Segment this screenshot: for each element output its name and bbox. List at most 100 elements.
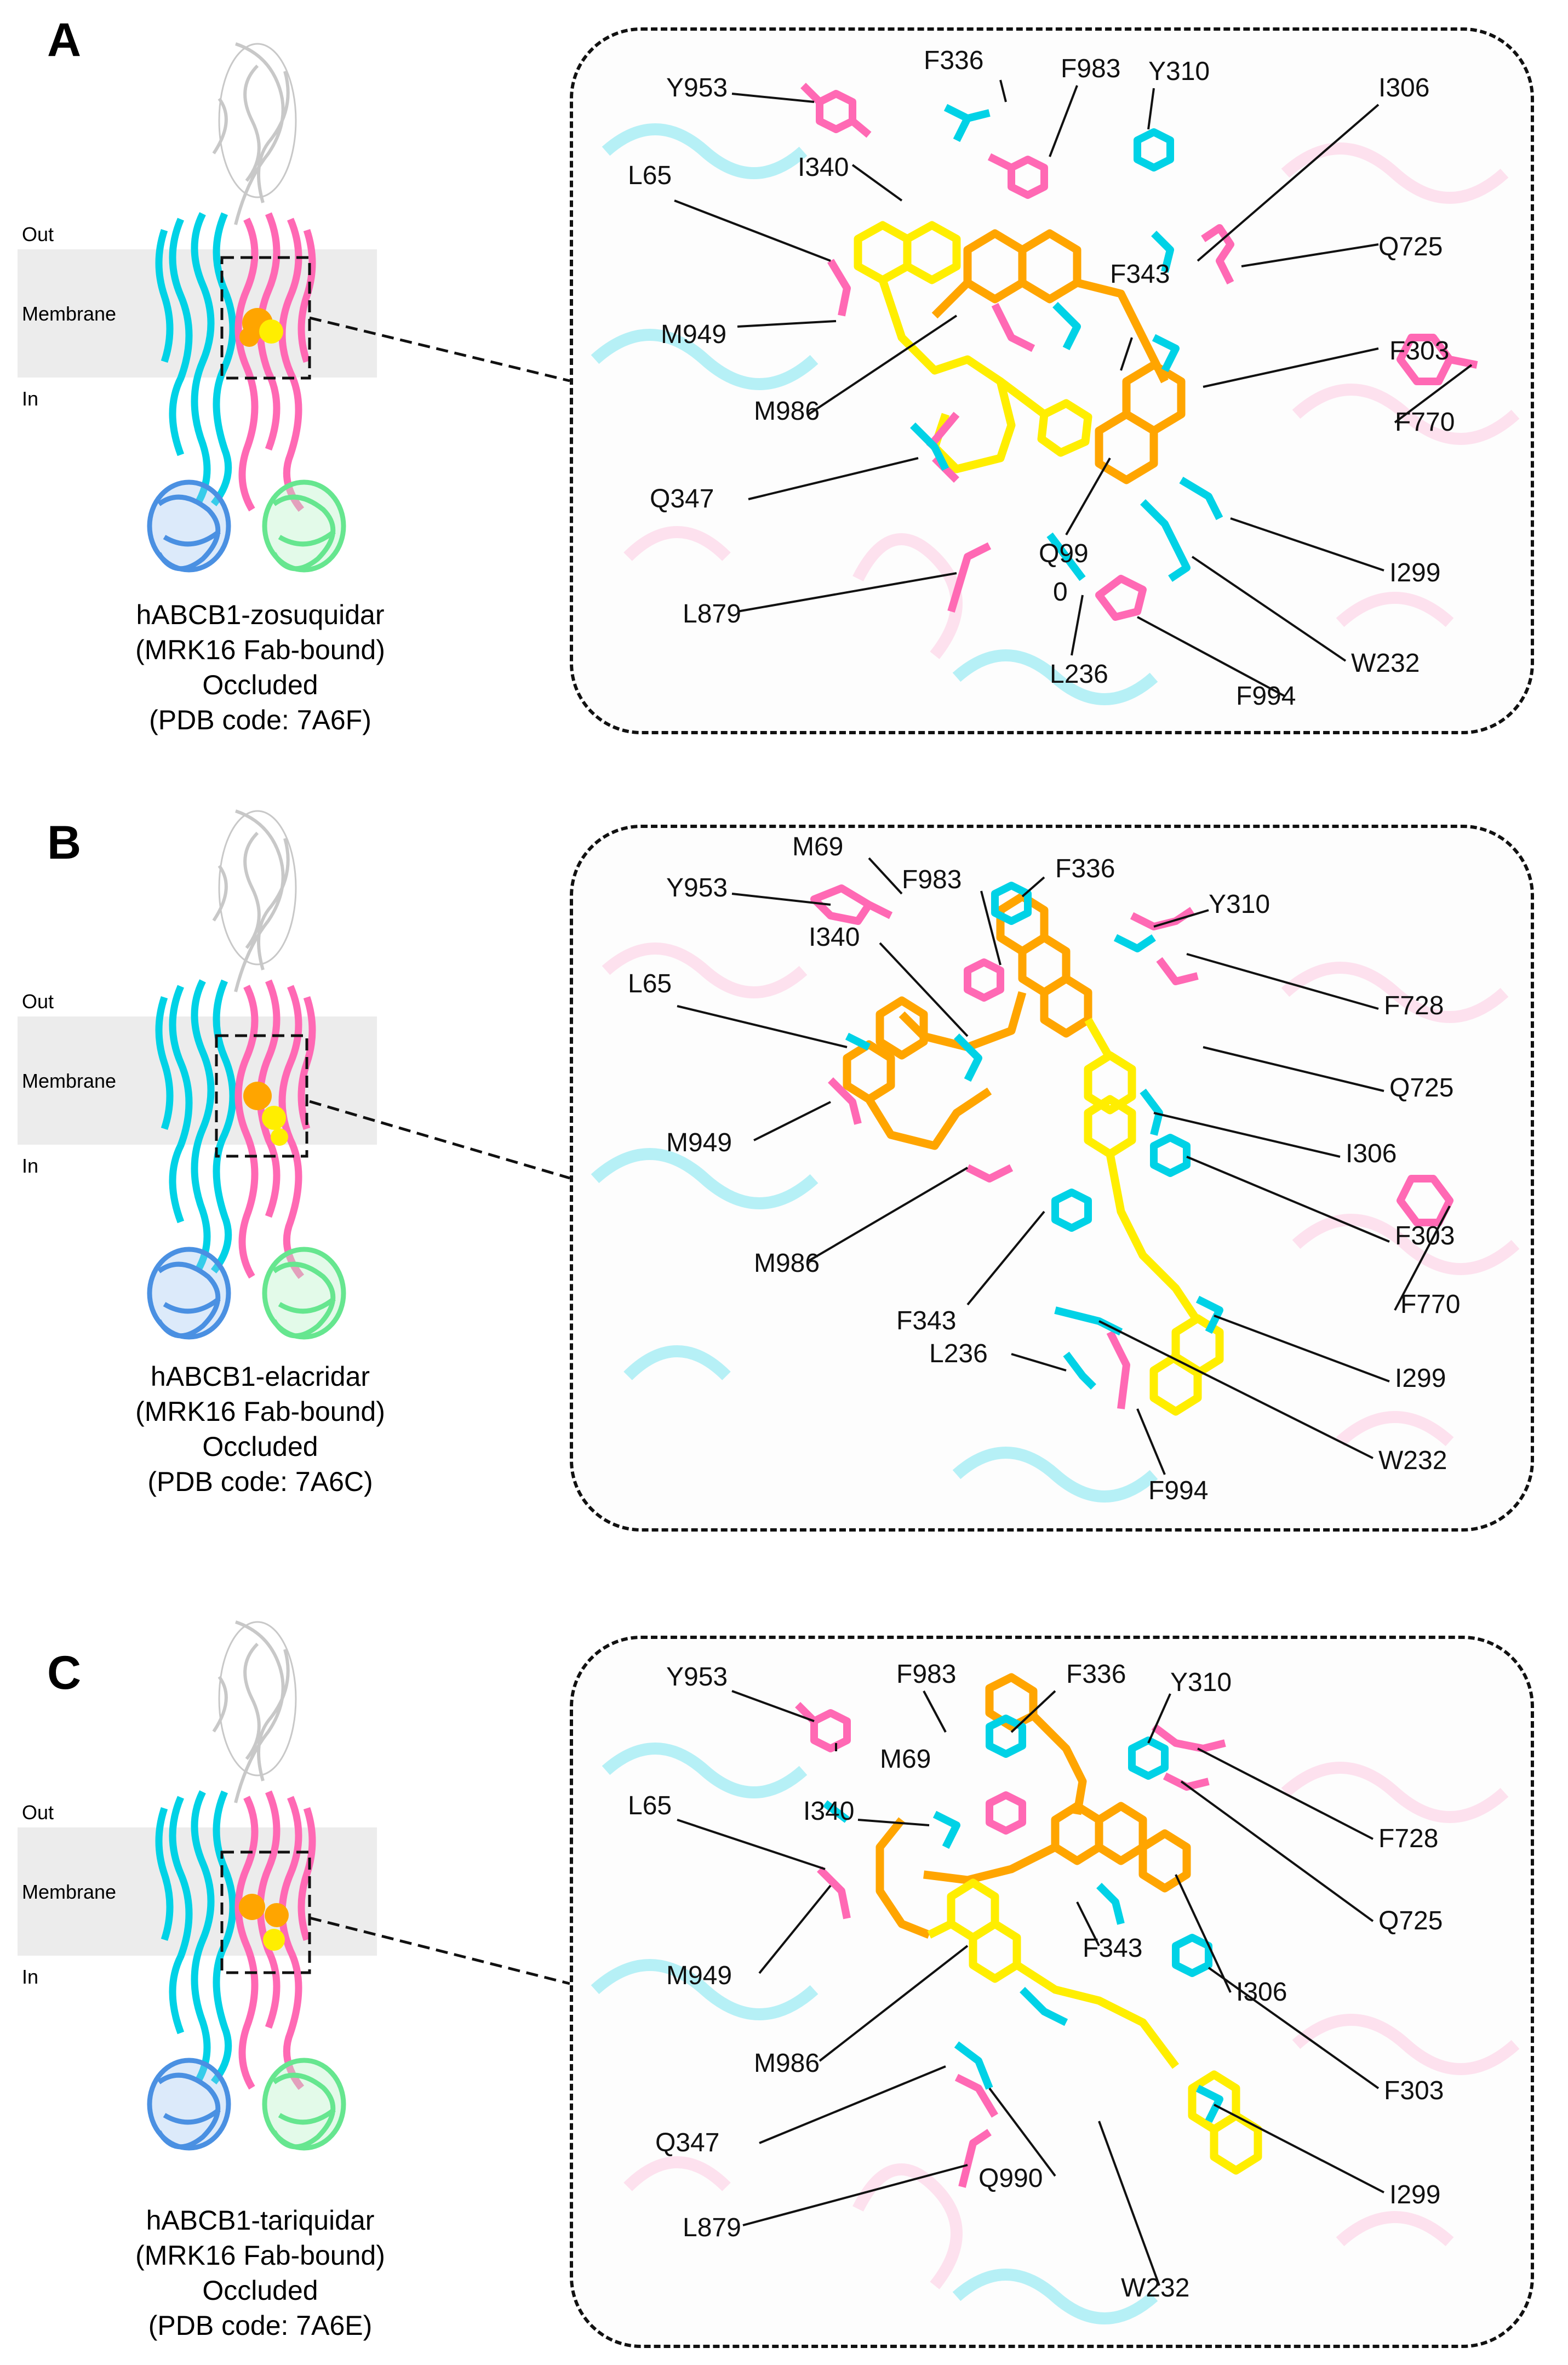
- out-label: Out: [22, 223, 54, 245]
- residue-labels: M69 Y953 F983 F336 Y310 F728 I340 L65 Q7…: [628, 832, 1460, 1505]
- caption-line: Occluded: [202, 670, 318, 700]
- zoom-connector: [309, 1916, 570, 1985]
- residue-label: I306: [1378, 73, 1429, 102]
- residue-label: F343: [1083, 1934, 1142, 1963]
- membrane-label: Membrane: [22, 302, 117, 325]
- caption-line: hABCB1-zosuquidar: [136, 599, 385, 630]
- residue-label: Y953: [666, 73, 728, 102]
- membrane-label: Membrane: [22, 1881, 117, 1903]
- residue-label: Q990: [978, 2164, 1043, 2193]
- zosuquidar-orange: [931, 229, 1186, 484]
- residue-label: M949: [661, 320, 726, 349]
- caption-line: (MRK16 Fab-bound): [135, 635, 385, 665]
- structure-overview: [18, 809, 377, 1340]
- residue-label: Q347: [655, 2128, 719, 2157]
- residue-label: F336: [924, 46, 983, 75]
- caption-line: Occluded: [202, 2275, 318, 2306]
- ribbon-background: [591, 942, 1520, 1503]
- in-label: In: [22, 1155, 39, 1177]
- caption-line: hABCB1-tariquidar: [146, 2205, 375, 2236]
- ligand-blob: [239, 1894, 289, 1951]
- residue-label: M986: [754, 397, 820, 426]
- ligand-blob: [243, 1082, 288, 1146]
- leader-lines: [674, 79, 1473, 698]
- residue-label: F728: [1384, 991, 1444, 1020]
- in-label: In: [22, 1966, 39, 1988]
- out-label: Out: [22, 1801, 54, 1824]
- residue-label: F983: [902, 865, 962, 894]
- binding-site-closeup: Y953 F336 F983 Y310 I306 L65 I340 Q725 F…: [570, 27, 1534, 734]
- residue-label: I299: [1389, 558, 1440, 587]
- residue-label: Q725: [1378, 1906, 1443, 1935]
- structure-caption: hABCB1-elacridar (MRK16 Fab-bound) Occlu…: [68, 1359, 452, 1499]
- nbd2: [262, 1247, 346, 1340]
- residue-label: M949: [666, 1128, 732, 1157]
- fab-fragment: [212, 1620, 297, 1803]
- residue-label: F336: [1055, 854, 1115, 883]
- in-label: In: [22, 387, 39, 410]
- residue-label: L879: [683, 599, 741, 629]
- residue-label: F343: [1110, 260, 1170, 289]
- tmd-helices: [155, 979, 316, 1279]
- binding-site-box: [220, 256, 311, 380]
- residue-label: F770: [1400, 1290, 1460, 1319]
- residue-label: M69: [880, 1745, 931, 1774]
- zosuquidar-yellow: [854, 221, 1092, 473]
- binding-site-box: [215, 1034, 308, 1158]
- elacridar-orange: [843, 892, 1092, 1150]
- closeup-drawing: Y953 F336 F983 Y310 I306 L65 I340 Q725 F…: [591, 46, 1520, 711]
- binding-site-box: [220, 1850, 311, 1974]
- elacridar-yellow: [1084, 1018, 1224, 1416]
- caption-line: (PDB code: 7A6F): [149, 705, 371, 735]
- structure-caption: hABCB1-zosuquidar (MRK16 Fab-bound) Occl…: [68, 597, 452, 738]
- residue-label: F983: [896, 1660, 956, 1689]
- residue-labels: Y953 F336 F983 Y310 I306 L65 I340 Q725 F…: [628, 46, 1455, 711]
- binding-site-closeup: Y953 F983 F336 Y310 M69 F728 I340 L65 Q7…: [570, 1636, 1534, 2348]
- panel-b: B Out Memb: [0, 778, 1568, 1556]
- residue-label: I306: [1236, 1978, 1287, 2007]
- residue-label: I340: [798, 153, 849, 182]
- nbd1: [147, 2058, 231, 2151]
- residue-label: M986: [754, 2049, 820, 2078]
- residue-label: Q99: [1039, 539, 1089, 568]
- residue-label: F728: [1378, 1824, 1438, 1853]
- panel-letter: A: [47, 14, 82, 66]
- panel-letter: B: [47, 816, 82, 869]
- fab-fragment: [212, 809, 297, 992]
- panel-letter: C: [47, 1647, 82, 1699]
- tariquidar-orange: [875, 1673, 1191, 1939]
- residue-sticks-cyan: [822, 1715, 1223, 2123]
- residue-label: M69: [792, 832, 843, 861]
- nbd2: [262, 479, 346, 573]
- residue-label: M949: [666, 1961, 732, 1990]
- membrane-label: Membrane: [22, 1070, 117, 1092]
- nbd2: [262, 2058, 346, 2151]
- caption-line: (PDB code: 7A6C): [147, 1466, 373, 1497]
- closeup-drawing: Y953 F983 F336 Y310 M69 F728 I340 L65 Q7…: [591, 1660, 1520, 2324]
- residue-label: I306: [1346, 1139, 1397, 1168]
- nbd1: [147, 1247, 231, 1340]
- zoom-connector: [309, 316, 570, 382]
- structure-overview: [18, 42, 377, 573]
- caption-line: (MRK16 Fab-bound): [135, 1396, 385, 1427]
- residue-sticks-pink: [795, 1702, 1226, 2188]
- residue-label: F770: [1395, 408, 1455, 437]
- leader-lines: [677, 1690, 1384, 2286]
- residue-label: F303: [1395, 1221, 1455, 1250]
- residue-label: Y310: [1209, 890, 1270, 919]
- out-label: Out: [22, 990, 54, 1013]
- residue-label: F994: [1148, 1476, 1208, 1505]
- leader-lines: [677, 857, 1451, 1475]
- caption-line: hABCB1-elacridar: [150, 1361, 370, 1392]
- ribbon-background: [591, 1743, 1520, 2324]
- structure-caption: hABCB1-tariquidar (MRK16 Fab-bound) Occl…: [68, 2203, 452, 2343]
- caption-line: Occluded: [202, 1431, 318, 1462]
- caption-line: (MRK16 Fab-bound): [135, 2240, 385, 2271]
- closeup-drawing: M69 Y953 F983 F336 Y310 F728 I340 L65 Q7…: [591, 832, 1520, 1505]
- residue-label: F983: [1061, 54, 1120, 83]
- structure-overview: [18, 1620, 377, 2151]
- residue-sticks-cyan: [910, 104, 1223, 582]
- residue-label: Y310: [1170, 1668, 1232, 1697]
- residue-label: F303: [1389, 336, 1449, 365]
- residue-label: I340: [803, 1797, 854, 1826]
